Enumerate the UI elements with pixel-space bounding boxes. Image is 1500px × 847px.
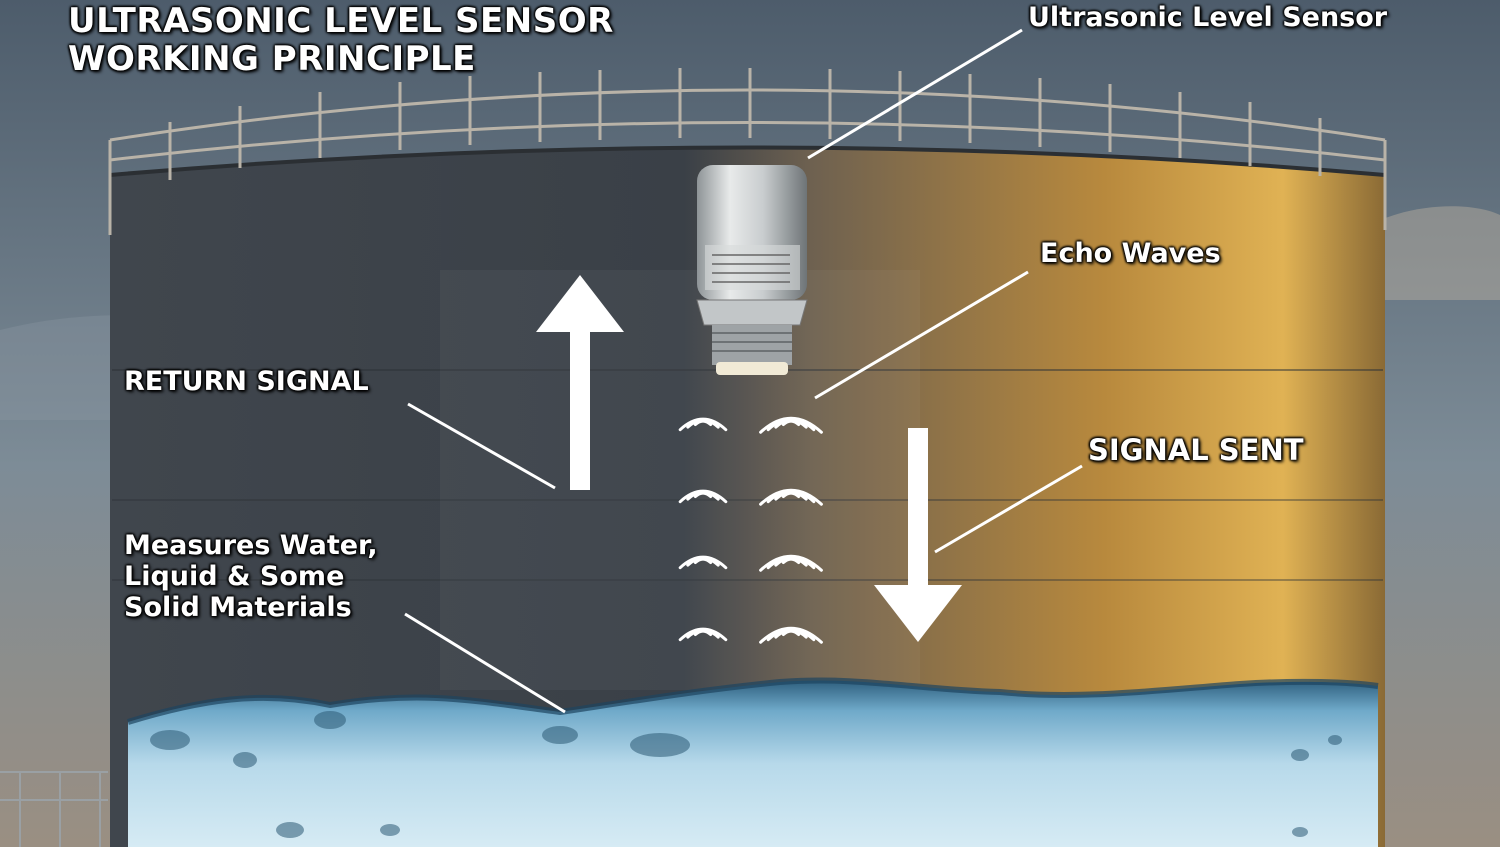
title-line-1: ULTRASONIC LEVEL SENSOR (68, 1, 614, 41)
sent-leader-line (934, 464, 1083, 554)
wave-icon (678, 555, 728, 570)
wave-icon (759, 488, 823, 506)
tank-railing (108, 68, 1387, 235)
tank-panel (440, 270, 920, 690)
wave-icon (678, 417, 728, 432)
wave-icons (678, 416, 823, 644)
water (128, 680, 1378, 847)
sensor-label: Ultrasonic Level Sensor (1028, 2, 1388, 33)
return-signal-arrow (536, 275, 624, 490)
sensor-leader-line (807, 28, 1023, 160)
measures-label: Measures Water, Liquid & Some Solid Mate… (124, 530, 378, 623)
title-line-2: WORKING PRINCIPLE (68, 39, 476, 79)
wave-icon (678, 489, 728, 504)
measures-leader-line (404, 612, 566, 714)
signal-sent-label: SIGNAL SENT (1088, 433, 1304, 467)
signal-sent-arrow (874, 428, 962, 642)
side-fence (0, 771, 108, 847)
return-signal-label: RETURN SIGNAL (124, 366, 369, 397)
diagram-title: ULTRASONIC LEVEL SENSOR WORKING PRINCIPL… (68, 2, 614, 78)
wave-icon (759, 554, 823, 572)
tank-top-rim (109, 145, 1386, 177)
echo-leader-line (814, 270, 1029, 400)
water-bubbles (150, 711, 1342, 838)
cloud (1380, 206, 1500, 300)
leader-lines (404, 28, 1083, 714)
wave-icon (678, 627, 728, 642)
wave-icon (759, 626, 823, 644)
measures-line-2: Liquid & Some (124, 561, 345, 592)
water-surface (127, 677, 1379, 725)
echo-waves-label: Echo Waves (1040, 238, 1221, 269)
measures-line-3: Solid Materials (124, 592, 352, 623)
measures-line-1: Measures Water, (124, 530, 378, 561)
return-leader-line (407, 402, 556, 490)
tank-body (110, 147, 1385, 847)
wave-icon (759, 416, 823, 434)
ultrasonic-sensor-device (696, 165, 808, 375)
